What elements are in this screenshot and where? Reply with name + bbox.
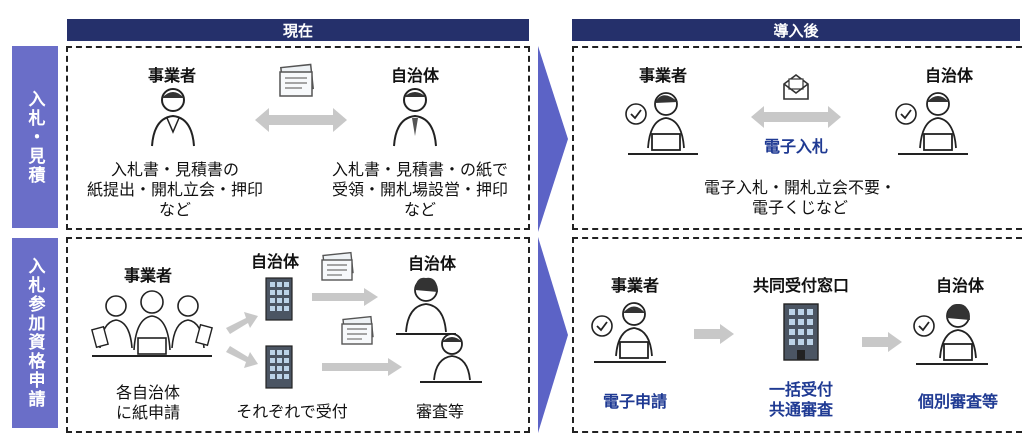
right-arrow-icon [322, 358, 402, 376]
right-arrow-icon [226, 312, 258, 334]
person-icon [151, 88, 195, 147]
qual-current-left-text: 各自治体 に紙申請 [115, 383, 180, 422]
label-e-bidding: 電子入札 [763, 137, 828, 156]
document-stack-icon [279, 63, 314, 97]
actor-municipality: 自治体 [407, 254, 456, 273]
right-arrow-icon [862, 332, 902, 352]
transition-arrow-qualification [538, 237, 568, 433]
person-group-icon [91, 290, 213, 357]
qual-current-mid-text: それぞれで受付 [236, 402, 348, 421]
laptop-person-icon [913, 303, 988, 365]
panel-bidding-after [572, 46, 1022, 230]
right-arrow-icon [312, 288, 378, 306]
panel-qual-after [572, 237, 1022, 433]
label-bulk-reception: 一括受付 共通審査 [768, 380, 833, 419]
panel-qual-current [66, 237, 530, 433]
transition-arrow-bidding [538, 46, 568, 232]
laptop-person-icon [625, 92, 698, 155]
panel-bidding-current [66, 46, 530, 230]
document-stack-icon [321, 251, 354, 281]
double-arrow-icon [751, 106, 841, 128]
header-current: 現在 [67, 19, 529, 41]
person-icon [393, 88, 437, 147]
label-individual-review: 個別審査等 [917, 392, 998, 411]
qual-current-right-text: 審査等 [415, 402, 464, 421]
actor-municipality: 自治体 [250, 252, 299, 271]
double-arrow-icon [255, 108, 347, 132]
document-stack-icon [341, 315, 374, 345]
person-icon [420, 333, 482, 383]
header-after: 導入後 [572, 19, 1020, 41]
right-arrow-icon [226, 346, 258, 368]
bidding-current-right-text: 入札書・見積書・の紙で 受領・開札場設営・押印 など [331, 160, 508, 219]
actor-joint-window: 共同受付窓口 [752, 276, 849, 295]
actor-municipality: 自治体 [390, 66, 439, 85]
person-icon [396, 277, 456, 335]
laptop-person-icon [895, 92, 968, 155]
label-e-application: 電子申請 [602, 392, 667, 411]
actor-business: 事業者 [638, 66, 687, 85]
actor-municipality: 自治体 [924, 66, 973, 85]
actor-municipality: 自治体 [935, 276, 984, 295]
row-label-qualification: 入札参加資格申請 [12, 238, 58, 428]
envelope-icon [783, 74, 809, 100]
actor-business: 事業者 [147, 66, 196, 85]
building-icon [783, 303, 819, 361]
actor-business: 事業者 [123, 266, 172, 285]
laptop-person-icon [591, 302, 666, 363]
actor-business: 事業者 [610, 276, 659, 295]
building-icon [265, 277, 293, 321]
right-arrow-icon [694, 324, 734, 344]
row-label-bidding: 入札・見積 [12, 46, 58, 228]
bidding-after-bottom-text: 電子入札・開札立会不要・ 電子くじなど [703, 178, 896, 217]
bidding-current-left-text: 入札書・見積書の 紙提出・開札立会・押印 など [86, 160, 263, 219]
building-icon [265, 345, 293, 389]
